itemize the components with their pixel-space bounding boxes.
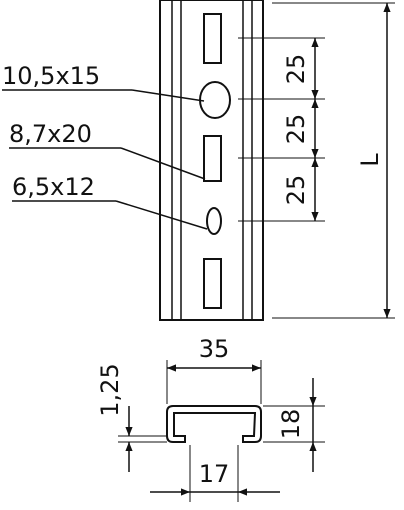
slot-rectangular [203,13,222,64]
channel-front-view [159,0,264,321]
width-value: 35 [199,335,230,363]
opening-value: 17 [199,460,230,488]
pitch-2-value: 25 [282,114,310,145]
slot-rectangular [203,258,222,309]
pitch-dimensions: 25 25 25 [238,37,325,222]
pitch-1-value: 25 [282,54,310,85]
height-value: 18 [277,409,305,440]
hole-small-oval [206,207,222,235]
pitch-3-value: 25 [282,175,310,206]
thickness-value: 1,25 [96,363,124,416]
channel-cross-section: 35 18 17 1,25 [96,335,325,502]
label-hole-long: 8,7x20 [9,120,92,148]
leader-line [131,89,205,102]
label-hole-large: 10,5x15 [2,62,100,90]
slot-long [203,135,222,182]
leader-line [120,147,206,180]
leader-line [115,200,208,230]
cross-section-profile [166,405,262,443]
hole-labels: 10,5x15 8,7x20 6,5x12 [2,62,208,230]
label-hole-small: 6,5x12 [12,173,95,201]
length-value: L [356,153,384,167]
hole-large-oval [199,81,231,119]
length-dimension: L [272,2,395,319]
